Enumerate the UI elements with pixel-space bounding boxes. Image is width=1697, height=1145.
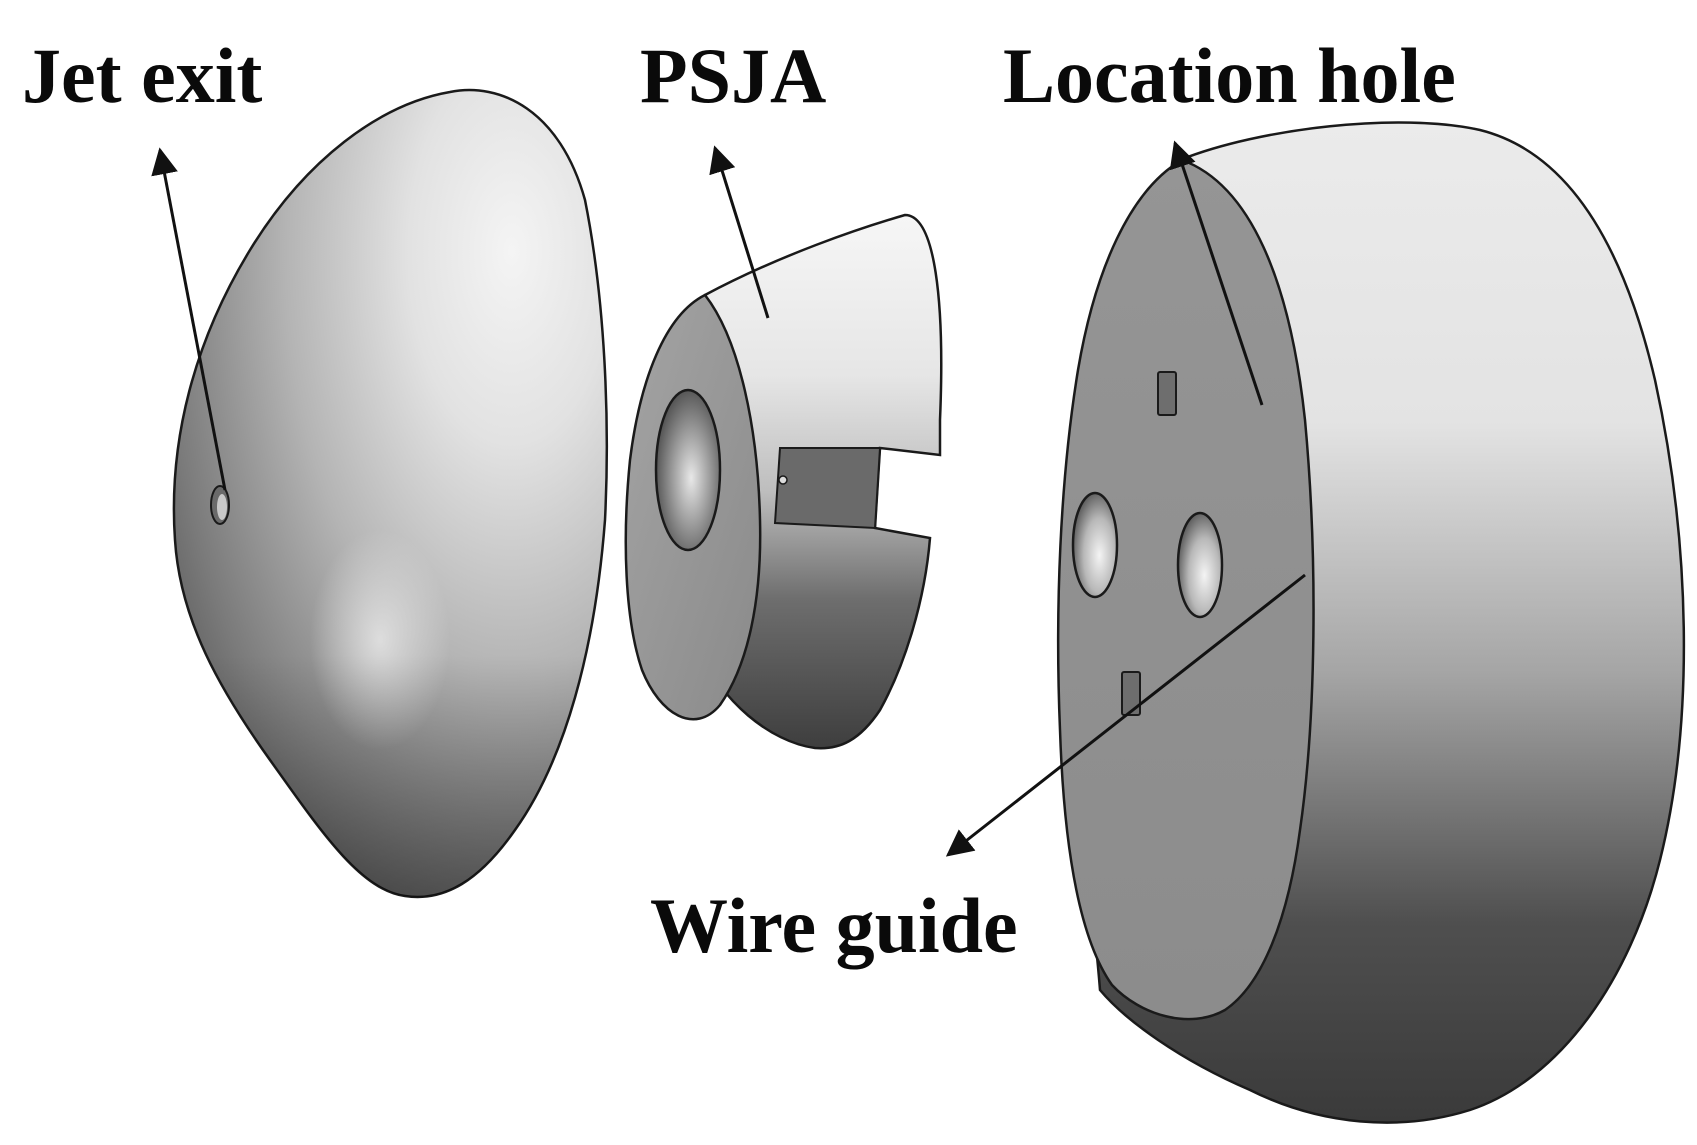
leader-arrows	[151, 140, 1306, 857]
nose-cap	[172, 88, 609, 899]
label-location-hole: Location hole	[1003, 32, 1456, 119]
arrow-wire-guide	[945, 573, 1306, 857]
location-hole-upper	[1157, 371, 1177, 416]
arrow-jet-exit	[151, 147, 227, 491]
location-hole-lower	[1121, 671, 1141, 716]
wire-hole-left	[1071, 491, 1119, 599]
label-wire-guide: Wire guide	[650, 882, 1018, 969]
nose-cap-shadow	[173, 90, 607, 897]
psja-bore	[654, 388, 722, 552]
arrow-location-hole	[1169, 140, 1264, 406]
label-jet-exit: Jet exit	[22, 32, 262, 119]
jet-exit-hole-inner	[217, 494, 227, 520]
psja-wire-pin	[778, 475, 788, 485]
wire-guide-hole	[1176, 511, 1224, 619]
psja-slot	[773, 447, 882, 530]
arrow-psja	[709, 145, 770, 319]
label-psja: PSJA	[640, 32, 826, 119]
psja-cone	[624, 213, 943, 750]
base-housing	[1056, 121, 1686, 1124]
